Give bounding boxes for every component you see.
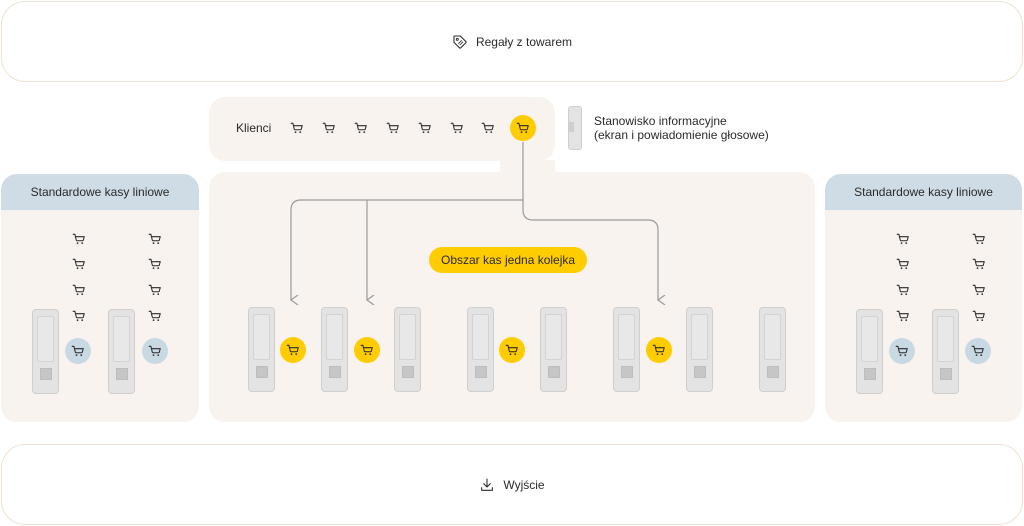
left-panel-header: Standardowe kasy liniowe [1, 174, 199, 210]
right-panel-header: Standardowe kasy liniowe [825, 174, 1022, 210]
cart-icon [896, 309, 910, 323]
checkout-register [856, 309, 883, 394]
cart-icon [148, 344, 162, 358]
cart-icon [652, 343, 666, 357]
serving-cart [499, 337, 525, 363]
customers-label: Klienci [236, 121, 272, 135]
info-station-subtitle: (ekran i powiadomienie głosowe) [594, 128, 769, 142]
cart-icon [72, 257, 86, 271]
checkout-register [321, 307, 348, 392]
serving-cart [142, 338, 168, 364]
next-customer-cart [510, 115, 536, 141]
cart-icon [71, 344, 85, 358]
cart-icon [972, 257, 986, 271]
serving-cart [280, 337, 306, 363]
cart-icon [505, 343, 519, 357]
shelves-label: Regały z towarem [475, 34, 573, 49]
checkout-register [932, 309, 959, 394]
exit-zone: Wyjście [1, 444, 1023, 525]
cart-icon [72, 232, 86, 246]
shelves-zone: Regały z towarem [1, 1, 1023, 82]
cart-icon [972, 309, 986, 323]
arrow-trunk [522, 142, 658, 300]
checkout-register [467, 307, 494, 392]
checkout-register [540, 307, 567, 392]
cart-icon [360, 343, 374, 357]
checkout-register [108, 309, 135, 394]
cart-icon [896, 257, 910, 271]
cart-icon [148, 232, 162, 246]
cart-icon [972, 232, 986, 246]
download-exit-icon [481, 477, 494, 491]
cart-icon [286, 343, 300, 357]
cart-icon [896, 232, 910, 246]
price-tag-icon [453, 34, 467, 49]
arrow-left-branch [291, 199, 523, 300]
info-station-title: Stanowisko informacyjne [594, 114, 727, 128]
serving-cart [889, 338, 915, 364]
checkout-register [248, 307, 275, 392]
cart-icon [971, 344, 985, 358]
exit-label: Wyjście [503, 477, 545, 492]
cart-icon [72, 283, 86, 297]
serving-cart [646, 337, 672, 363]
checkout-register [686, 307, 713, 392]
single-queue-badge: Obszar kas jedna kolejka [429, 247, 588, 273]
cart-icon [148, 257, 162, 271]
checkout-register [32, 309, 59, 394]
customers-queue-box [209, 97, 555, 161]
serving-cart [965, 338, 991, 364]
cart-icon [895, 344, 909, 358]
cart-icon [72, 309, 86, 323]
checkout-register [613, 307, 640, 392]
serving-cart [65, 338, 91, 364]
checkout-register [759, 307, 786, 392]
cart-icon [896, 283, 910, 297]
serving-cart [354, 337, 380, 363]
cart-icon [148, 309, 162, 323]
cart-icon [148, 283, 162, 297]
checkout-register [394, 307, 421, 392]
single-queue-area [209, 172, 815, 422]
cart-icon [972, 283, 986, 297]
